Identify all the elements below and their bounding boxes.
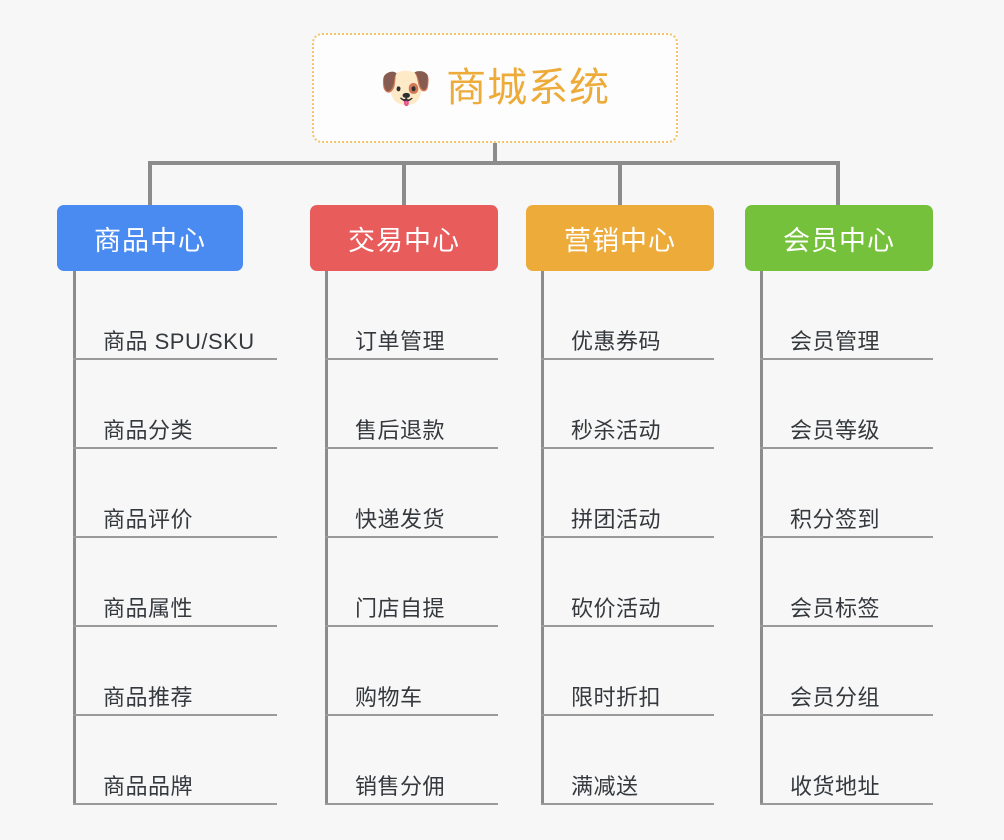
leaf-item-label: 会员分组 bbox=[790, 684, 881, 710]
leaf-item[interactable]: 订单管理 bbox=[325, 271, 498, 360]
leaf-item[interactable]: 砍价活动 bbox=[541, 538, 714, 627]
leaf-item[interactable]: 销售分佣 bbox=[325, 716, 498, 805]
leaf-item[interactable]: 快递发货 bbox=[325, 449, 498, 538]
leaf-item-label: 售后退款 bbox=[355, 417, 446, 443]
branch-header-label: 商品中心 bbox=[94, 225, 206, 256]
branch-header-product-center[interactable]: 商品中心 bbox=[57, 205, 243, 271]
leaf-item-label: 砍价活动 bbox=[571, 595, 662, 621]
leaf-item-label: 销售分佣 bbox=[355, 773, 446, 799]
leaf-item[interactable]: 会员标签 bbox=[760, 538, 933, 627]
leaf-item[interactable]: 会员分组 bbox=[760, 627, 933, 716]
leaf-item[interactable]: 积分签到 bbox=[760, 449, 933, 538]
connector-root-stem bbox=[493, 143, 497, 165]
leaf-item-label: 会员等级 bbox=[790, 417, 881, 443]
leaf-item-label: 收货地址 bbox=[790, 773, 881, 799]
leaf-item-label: 会员管理 bbox=[790, 328, 881, 354]
connector-drop-trade-center bbox=[402, 161, 406, 207]
leaf-item[interactable]: 商品 SPU/SKU bbox=[73, 271, 277, 360]
shiba-dog-icon: 🐶 bbox=[379, 64, 433, 111]
leaf-item-label: 订单管理 bbox=[355, 328, 446, 354]
leaf-item-label: 秒杀活动 bbox=[571, 417, 662, 443]
root-node[interactable]: 🐶 商城系统 bbox=[312, 33, 678, 143]
branch-header-member-center[interactable]: 会员中心 bbox=[745, 205, 933, 271]
leaf-item-label: 优惠券码 bbox=[571, 328, 662, 354]
connector-drop-product-center bbox=[148, 161, 152, 207]
leaf-item-label: 满减送 bbox=[571, 773, 639, 799]
branch-rail bbox=[73, 271, 76, 805]
leaf-item[interactable]: 收货地址 bbox=[760, 716, 933, 805]
leaf-item-label: 积分签到 bbox=[790, 506, 881, 532]
leaf-item-label: 商品属性 bbox=[103, 595, 194, 621]
leaf-item-label: 会员标签 bbox=[790, 595, 881, 621]
leaf-item-label: 限时折扣 bbox=[571, 684, 662, 710]
leaf-item[interactable]: 商品推荐 bbox=[73, 627, 277, 716]
branch-header-label: 营销中心 bbox=[564, 225, 676, 256]
leaf-item[interactable]: 拼团活动 bbox=[541, 449, 714, 538]
connector-drop-marketing-center bbox=[618, 161, 622, 207]
leaf-item[interactable]: 商品分类 bbox=[73, 360, 277, 449]
leaf-item-label: 商品品牌 bbox=[103, 773, 194, 799]
leaf-item[interactable]: 商品属性 bbox=[73, 538, 277, 627]
leaf-item[interactable]: 秒杀活动 bbox=[541, 360, 714, 449]
branch-header-label: 会员中心 bbox=[783, 225, 895, 256]
leaf-item-label: 商品 SPU/SKU bbox=[103, 328, 255, 354]
leaf-item[interactable]: 购物车 bbox=[325, 627, 498, 716]
leaf-item[interactable]: 商品品牌 bbox=[73, 716, 277, 805]
connector-drop-member-center bbox=[836, 161, 840, 207]
leaf-item[interactable]: 门店自提 bbox=[325, 538, 498, 627]
leaf-item-label: 门店自提 bbox=[355, 595, 446, 621]
branch-rail bbox=[541, 271, 544, 805]
leaf-item-label: 购物车 bbox=[355, 684, 423, 710]
leaf-item[interactable]: 会员等级 bbox=[760, 360, 933, 449]
leaf-item-label: 商品分类 bbox=[103, 417, 194, 443]
connector-horizontal-bar bbox=[148, 161, 838, 165]
root-node-title: 商城系统 bbox=[446, 66, 611, 110]
leaf-item-label: 拼团活动 bbox=[571, 506, 662, 532]
leaf-item[interactable]: 满减送 bbox=[541, 716, 714, 805]
leaf-item[interactable]: 优惠券码 bbox=[541, 271, 714, 360]
leaf-item[interactable]: 售后退款 bbox=[325, 360, 498, 449]
branch-header-marketing-center[interactable]: 营销中心 bbox=[526, 205, 714, 271]
branch-rail bbox=[760, 271, 763, 805]
leaf-item-label: 商品推荐 bbox=[103, 684, 194, 710]
branch-header-trade-center[interactable]: 交易中心 bbox=[310, 205, 498, 271]
branch-header-label: 交易中心 bbox=[348, 225, 460, 256]
branch-rail bbox=[325, 271, 328, 805]
leaf-item[interactable]: 会员管理 bbox=[760, 271, 933, 360]
leaf-item-label: 快递发货 bbox=[355, 506, 446, 532]
leaf-item[interactable]: 限时折扣 bbox=[541, 627, 714, 716]
leaf-item-label: 商品评价 bbox=[103, 506, 194, 532]
leaf-item[interactable]: 商品评价 bbox=[73, 449, 277, 538]
